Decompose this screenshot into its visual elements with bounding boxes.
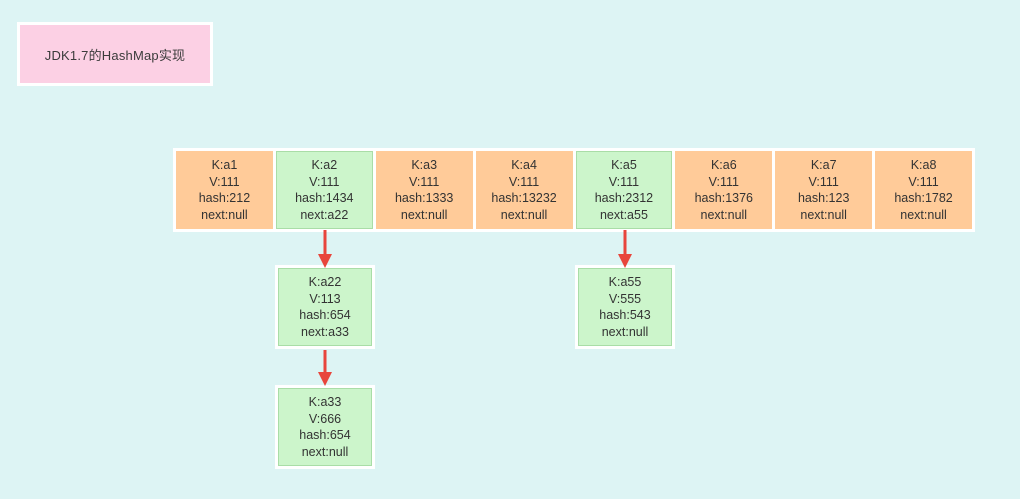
bucket-node-2: K:a3 V:111 hash:1333 next:null xyxy=(375,151,473,229)
node-value: V:111 xyxy=(608,174,640,189)
bucket-node-3: K:a4 V:111 hash:13232 next:null xyxy=(475,151,573,229)
bucket-node-0: K:a1 V:111 hash:212 next:null xyxy=(176,151,273,229)
node-hash: hash:212 xyxy=(198,191,251,205)
bucket-node-4: K:a5 V:111 hash:2312 next:a55 xyxy=(575,151,673,229)
node-next: next:null xyxy=(900,207,947,222)
chain-node-a55: K:a55 V:555 hash:543 next:null xyxy=(575,265,675,349)
node-next: next:null xyxy=(601,324,649,339)
node-body: K:a55 V:555 hash:543 next:null xyxy=(578,268,672,346)
node-value: V:555 xyxy=(608,291,642,306)
arrow-a5-to-a55 xyxy=(618,230,632,268)
node-value: V:111 xyxy=(409,174,440,189)
node-hash: hash:1782 xyxy=(894,191,953,205)
node-key: K:a4 xyxy=(511,158,537,172)
arrow-a22-to-a33 xyxy=(318,350,332,386)
node-next: next:a22 xyxy=(300,207,349,222)
node-key: K:a8 xyxy=(910,158,937,172)
node-hash: hash:1376 xyxy=(694,191,753,205)
node-hash: hash:1333 xyxy=(394,191,454,205)
bucket-node-1: K:a2 V:111 hash:1434 next:a22 xyxy=(275,151,373,229)
node-hash: hash:654 xyxy=(299,428,351,442)
bucket-node-7: K:a8 V:111 hash:1782 next:null xyxy=(875,151,972,229)
node-hash: hash:654 xyxy=(299,308,351,322)
node-key: K:a6 xyxy=(710,158,737,172)
node-key: K:a5 xyxy=(611,158,637,172)
node-value: V:111 xyxy=(309,174,340,189)
node-hash: hash:1434 xyxy=(295,191,354,205)
node-next: next:null xyxy=(301,444,349,459)
node-next: next:a33 xyxy=(301,324,349,339)
hashmap-table-array: K:a1 V:111 hash:212 next:null K:a2 V:111… xyxy=(173,148,975,232)
title-card-label: JDK1.7的HashMap实现 xyxy=(44,47,186,63)
node-key: K:a22 xyxy=(308,275,342,289)
node-value: V:113 xyxy=(309,291,341,306)
node-next: next:null xyxy=(700,207,748,222)
node-value: V:111 xyxy=(708,174,739,189)
node-value: V:111 xyxy=(808,174,839,189)
node-key: K:a2 xyxy=(311,158,338,172)
chain-node-a22: K:a22 V:113 hash:654 next:a33 xyxy=(275,265,375,349)
node-next: next:null xyxy=(400,207,448,222)
node-value: V:111 xyxy=(508,174,540,189)
node-key: K:a33 xyxy=(308,395,342,409)
node-key: K:a1 xyxy=(211,158,238,172)
node-value: V:111 xyxy=(908,174,939,189)
node-value: V:666 xyxy=(308,411,342,426)
node-key: K:a3 xyxy=(411,158,438,172)
node-next: next:null xyxy=(800,207,847,222)
node-key: K:a55 xyxy=(608,275,642,289)
node-key: K:a7 xyxy=(810,158,837,172)
bucket-node-5: K:a6 V:111 hash:1376 next:null xyxy=(675,151,773,229)
node-next: next:null xyxy=(500,207,548,222)
arrow-a2-to-a22 xyxy=(318,230,332,268)
node-hash: hash:123 xyxy=(797,191,850,205)
node-body: K:a22 V:113 hash:654 next:a33 xyxy=(278,268,372,346)
node-next: next:a55 xyxy=(599,207,648,222)
node-value: V:111 xyxy=(209,174,240,189)
node-body: K:a33 V:666 hash:654 next:null xyxy=(278,388,372,466)
node-next: next:null xyxy=(201,207,248,222)
chain-node-a33: K:a33 V:666 hash:654 next:null xyxy=(275,385,375,469)
node-hash: hash:543 xyxy=(599,308,651,322)
node-hash: hash:2312 xyxy=(594,191,654,205)
bucket-node-6: K:a7 V:111 hash:123 next:null xyxy=(775,151,873,229)
title-card: JDK1.7的HashMap实现 xyxy=(17,22,213,86)
node-hash: hash:13232 xyxy=(491,191,557,205)
